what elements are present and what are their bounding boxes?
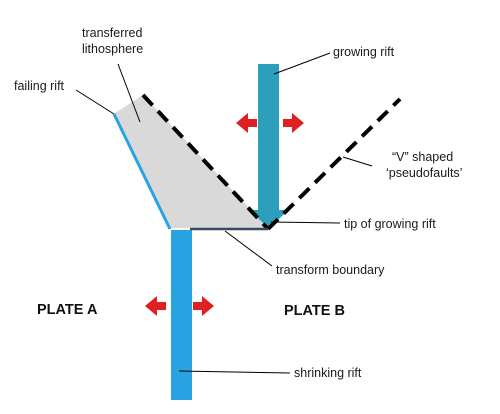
transform-boundary-label: transform boundary: [276, 263, 385, 277]
leader-transferred-lithosphere: [117, 63, 141, 123]
leader-pseudofaults: [342, 156, 373, 167]
shrinking-rift-bar: [171, 230, 192, 400]
leader-failing-rift: [75, 89, 115, 115]
transferred-lithosphere-region: [115, 95, 268, 228]
pseudofault-left-dashed: [141, 93, 270, 231]
leader-growing-rift: [273, 52, 331, 75]
failing-rift-edge: [112, 113, 172, 230]
pseudofault-right-dashed: [266, 97, 402, 231]
shrinking-rift-label: shrinking rift: [294, 366, 362, 380]
leader-transform-boundary: [224, 230, 273, 267]
plate-a-label: PLATE A: [37, 302, 98, 318]
growing-rift-label: growing rift: [333, 45, 395, 59]
double-headed-arrow-icon: [145, 296, 214, 316]
leader-tip-of-growing-rift: [270, 221, 341, 224]
double-headed-arrow-icon: [236, 113, 304, 133]
growing-rift-tip-wedge: [250, 210, 288, 229]
transferred-lithosphere-label: transferred lithosphere: [82, 26, 146, 56]
tip-of-growing-rift-label: tip of growing rift: [344, 217, 436, 231]
failing-rift-label: failing rift: [14, 79, 65, 93]
plate-b-label: PLATE B: [284, 303, 345, 319]
pseudofaults-label: “V” shaped ‘pseudofaults’: [386, 150, 462, 180]
leader-shrinking-rift: [178, 370, 291, 374]
growing-rift-bar: [258, 64, 279, 212]
